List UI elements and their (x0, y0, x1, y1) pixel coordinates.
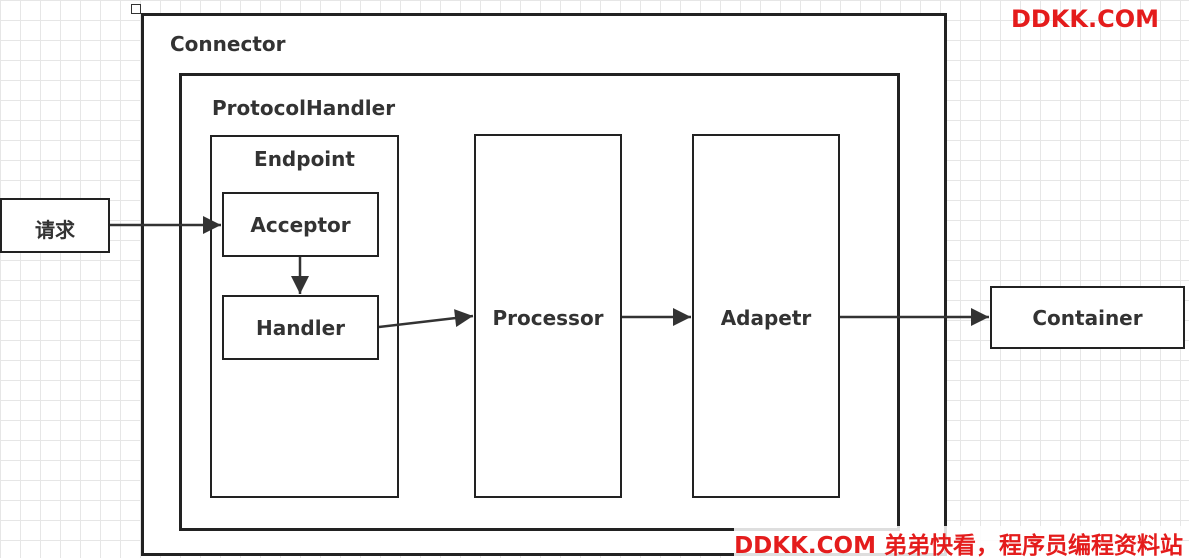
selection-handle[interactable] (131, 4, 141, 14)
watermark-top: DDKK.COM (1010, 5, 1159, 33)
container-box: Container (990, 286, 1185, 349)
protocol-handler-label: ProtocolHandler (212, 96, 396, 120)
acceptor-box: Acceptor (222, 192, 379, 257)
container-label: Container (1032, 306, 1143, 330)
request-box: 请求 (0, 198, 110, 253)
request-label: 请求 (35, 218, 75, 242)
processor-label: Processor (492, 306, 604, 330)
watermark-bottom: DDKK.COM 弟弟快看，程序员编程资料站 (734, 526, 1183, 558)
connector-label: Connector (170, 32, 286, 56)
acceptor-label: Acceptor (250, 213, 351, 237)
handler-label: Handler (255, 316, 346, 340)
endpoint-label: Endpoint (254, 147, 355, 171)
handler-box: Handler (222, 295, 379, 360)
adapter-label: Adapetr (720, 306, 812, 330)
adapter-box: Adapetr (692, 134, 840, 498)
processor-box: Processor (474, 134, 622, 498)
